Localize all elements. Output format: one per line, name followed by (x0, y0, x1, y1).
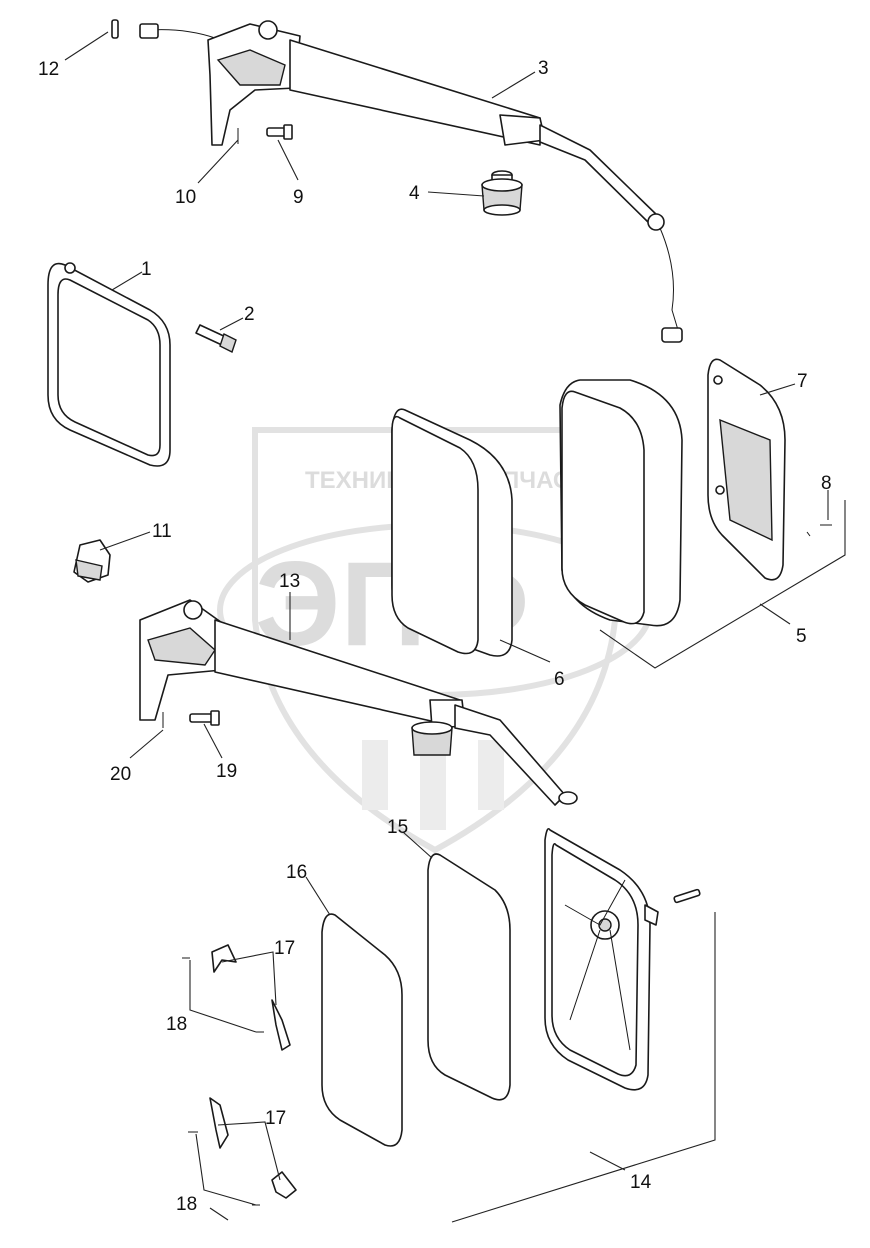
callout-16: 16 (286, 862, 307, 883)
callout-10: 10 (175, 187, 196, 208)
callout-14: 14 (630, 1172, 652, 1193)
part-6-mirror-glass (391, 408, 513, 657)
callout-12: 12 (38, 59, 59, 80)
callout-3: 3 (538, 58, 549, 79)
callout-5: 5 (796, 626, 807, 647)
part-8-screw (806, 524, 832, 537)
leader-lines (64, 31, 846, 1223)
callout-18-lower: 18 (176, 1194, 197, 1215)
part-11-clip (73, 539, 111, 583)
part-14-housing (544, 827, 701, 1091)
part-19-bolt (189, 710, 220, 726)
part-3-upper-arm (139, 20, 683, 343)
part-17-clip-lower (209, 1097, 297, 1199)
part-18-pin-upper (182, 957, 264, 1033)
part-17-clip-upper (211, 944, 291, 1051)
part-9-bolt (266, 124, 293, 140)
callout-labels: 12 3 10 9 4 1 2 7 8 11 13 5 6 20 19 15 1… (38, 58, 832, 1215)
callout-20: 20 (110, 764, 131, 785)
part-1-mirror-frame (47, 262, 171, 467)
callout-7: 7 (797, 371, 808, 392)
part-15-glass (427, 853, 511, 1101)
part-7-back-cover (707, 358, 786, 581)
callout-8: 8 (821, 473, 832, 494)
part-13-lower-arm (139, 599, 578, 806)
callout-4: 4 (409, 183, 420, 204)
callout-18-upper: 18 (166, 1014, 187, 1035)
callout-11: 11 (152, 521, 172, 542)
callout-19: 19 (216, 761, 237, 782)
part-12-pin (111, 19, 119, 39)
part-5-mirror-body (559, 379, 683, 627)
callout-17-lower: 17 (265, 1108, 286, 1129)
callout-9: 9 (293, 187, 304, 208)
callout-13: 13 (279, 571, 300, 592)
callout-1: 1 (141, 259, 152, 280)
part-4-knob (481, 170, 523, 216)
callout-6: 6 (554, 669, 565, 690)
part-2-bolt (195, 324, 237, 353)
callout-17-upper: 17 (274, 938, 295, 959)
watermark-wheat-icon (362, 740, 504, 830)
part-16-glass (321, 913, 403, 1147)
callout-15: 15 (387, 817, 408, 838)
callout-2: 2 (244, 304, 255, 325)
